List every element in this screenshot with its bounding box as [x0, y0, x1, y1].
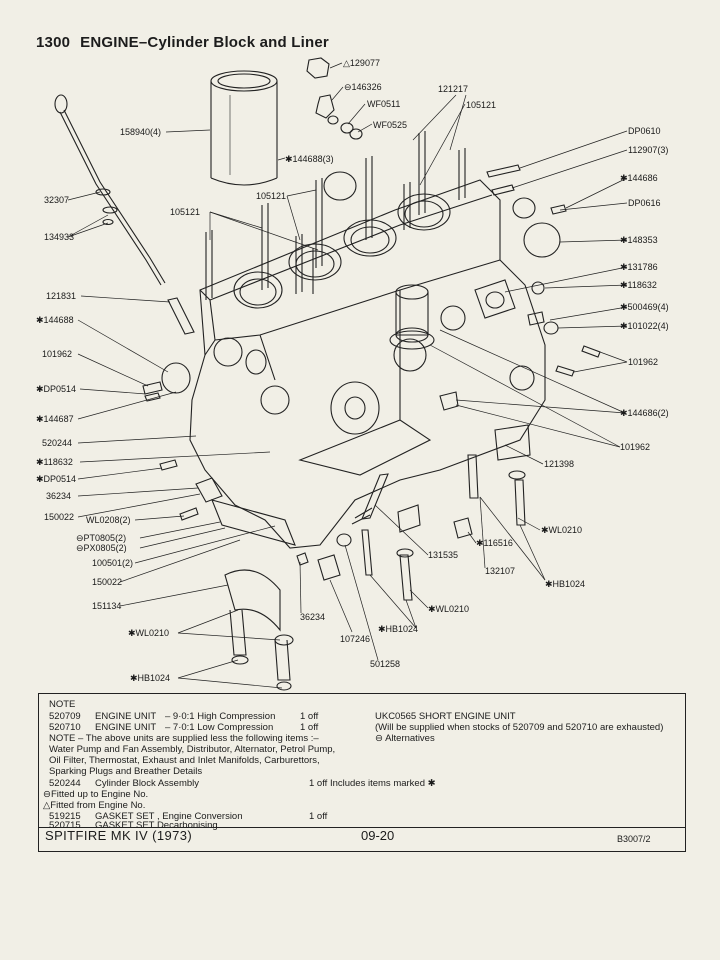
callout-121398: 121398: [544, 459, 574, 469]
callout-112907: 112907(3): [628, 145, 668, 155]
distributor-pedestal: [389, 284, 435, 350]
callout-144686-2: ✱144686(2): [620, 408, 669, 418]
callout-132107: 132107: [485, 566, 515, 576]
callout-wf0511: WF0511: [367, 99, 400, 109]
callout-wl0210-left: ✱WL0210: [128, 628, 169, 638]
supplied-less-items-1: Water Pump and Fan Assembly, Distributor…: [49, 744, 336, 755]
callout-105121-mid: 105121: [256, 191, 286, 201]
callout-144686: ✱144686: [620, 173, 658, 183]
callout-520244: 520244: [42, 438, 72, 448]
callout-101962-left: 101962: [42, 349, 72, 359]
callout-32307: 32307: [44, 195, 69, 205]
callout-150022-upper: 150022: [44, 512, 74, 522]
part-callouts: △129077 ⊖146326 WF0511 WF0525 121217 105…: [36, 58, 669, 683]
callout-144687: ✱144687: [36, 414, 74, 424]
callout-wl0210-mid: ✱WL0210: [428, 604, 469, 614]
callout-131786: ✱131786: [620, 262, 658, 272]
callout-150022-lower: 150022: [92, 577, 122, 587]
callout-dp0514-lower: ✱DP0514: [36, 474, 76, 484]
supplied-less-items-3: Sparking Plugs and Breather Details: [49, 766, 203, 777]
reference-code: B3007/2: [617, 834, 651, 844]
bearing-caps-and-bolts: [211, 424, 531, 691]
callout-px0805: ⊖PX0805(2): [76, 543, 127, 553]
callout-dp0514-upper: ✱DP0514: [36, 384, 76, 394]
note-heading: NOTE: [49, 699, 76, 710]
top-small-parts: [306, 57, 363, 201]
callout-129077: △129077: [343, 58, 380, 68]
cylinder-block: [189, 179, 546, 549]
exploded-view-diagram: △129077 ⊖146326 WF0511 WF0525 121217 105…: [36, 57, 669, 691]
callout-107246: 107246: [340, 634, 370, 644]
callout-hb1024-right: ✱HB1024: [545, 579, 585, 589]
cylinder-liner: [210, 70, 278, 186]
callout-101022: ✱101022(4): [620, 321, 669, 331]
callout-118632-right: ✱118632: [620, 280, 657, 290]
alternatives-legend: ⊖ Alternatives: [375, 733, 435, 744]
page-number: 09-20: [361, 828, 395, 843]
callout-hb1024-left: ✱HB1024: [130, 673, 170, 683]
callout-100501: 100501(2): [92, 558, 133, 568]
callout-144688: ✱144688: [36, 315, 74, 325]
callout-wl0210-right: ✱WL0210: [541, 525, 582, 535]
callout-105121-left: 105121: [170, 207, 200, 217]
callout-dp0610: DP0610: [628, 126, 661, 136]
right-side-parts: [439, 164, 601, 411]
fitted-from-legend: △Fitted from Engine No.: [43, 800, 146, 811]
callout-105121-top: 105121: [466, 100, 496, 110]
callout-121831: 121831: [46, 291, 76, 301]
section-number: 1300: [36, 34, 71, 51]
callout-wl0208: WL0208(2): [86, 515, 131, 525]
leader-lines: [67, 62, 628, 689]
callout-134933: 134933: [44, 232, 74, 242]
footer-divider: [39, 827, 685, 828]
callout-131535: 131535: [428, 550, 458, 560]
part-drawings: [54, 57, 601, 691]
callout-101962-right: 101962: [628, 357, 658, 367]
callout-116516: ✱116516: [476, 538, 513, 548]
supplied-less-items-2: Oil Filter, Thermostat, Exhaust and Inle…: [49, 755, 320, 766]
callout-121217: 121217: [438, 84, 468, 94]
short-engine-note: (Will be supplied when stocks of 520709 …: [375, 722, 664, 733]
page-title: 1300 ENGINE–Cylinder Block and Liner: [36, 34, 329, 51]
section-title: ENGINE–Cylinder Block and Liner: [80, 34, 329, 51]
short-engine-unit: UKC0565 SHORT ENGINE UNIT: [375, 711, 516, 722]
left-side-parts: [142, 297, 223, 521]
callout-pt0805: ⊖PT0805(2): [76, 533, 126, 543]
callout-158940: 158940(4): [120, 127, 161, 137]
callout-501258: 501258: [370, 659, 400, 669]
fitted-up-legend: ⊖Fitted up to Engine No.: [43, 789, 149, 800]
callout-144688-3: ✱144688(3): [285, 154, 334, 164]
callout-151134: 151134: [92, 601, 121, 611]
supplied-less-note: NOTE – The above units are supplied less…: [49, 733, 319, 744]
callout-dp0616: DP0616: [628, 198, 661, 208]
callout-118632-left: ✱118632: [36, 457, 73, 467]
dipstick: [54, 94, 166, 286]
callout-36234-upper: 36234: [46, 491, 71, 501]
callout-101962-lower: 101962: [620, 442, 650, 452]
callout-146326: ⊖146326: [344, 82, 382, 92]
callout-36234-lower: 36234: [300, 612, 325, 622]
cylinder-head-studs: [205, 131, 466, 300]
model-name: SPITFIRE MK IV (1973): [45, 828, 193, 843]
callout-148353: ✱148353: [620, 235, 658, 245]
callout-wf0525: WF0525: [373, 120, 407, 130]
callout-500469: ✱500469(4): [620, 302, 669, 312]
callout-hb1024-mid: ✱HB1024: [378, 624, 418, 634]
